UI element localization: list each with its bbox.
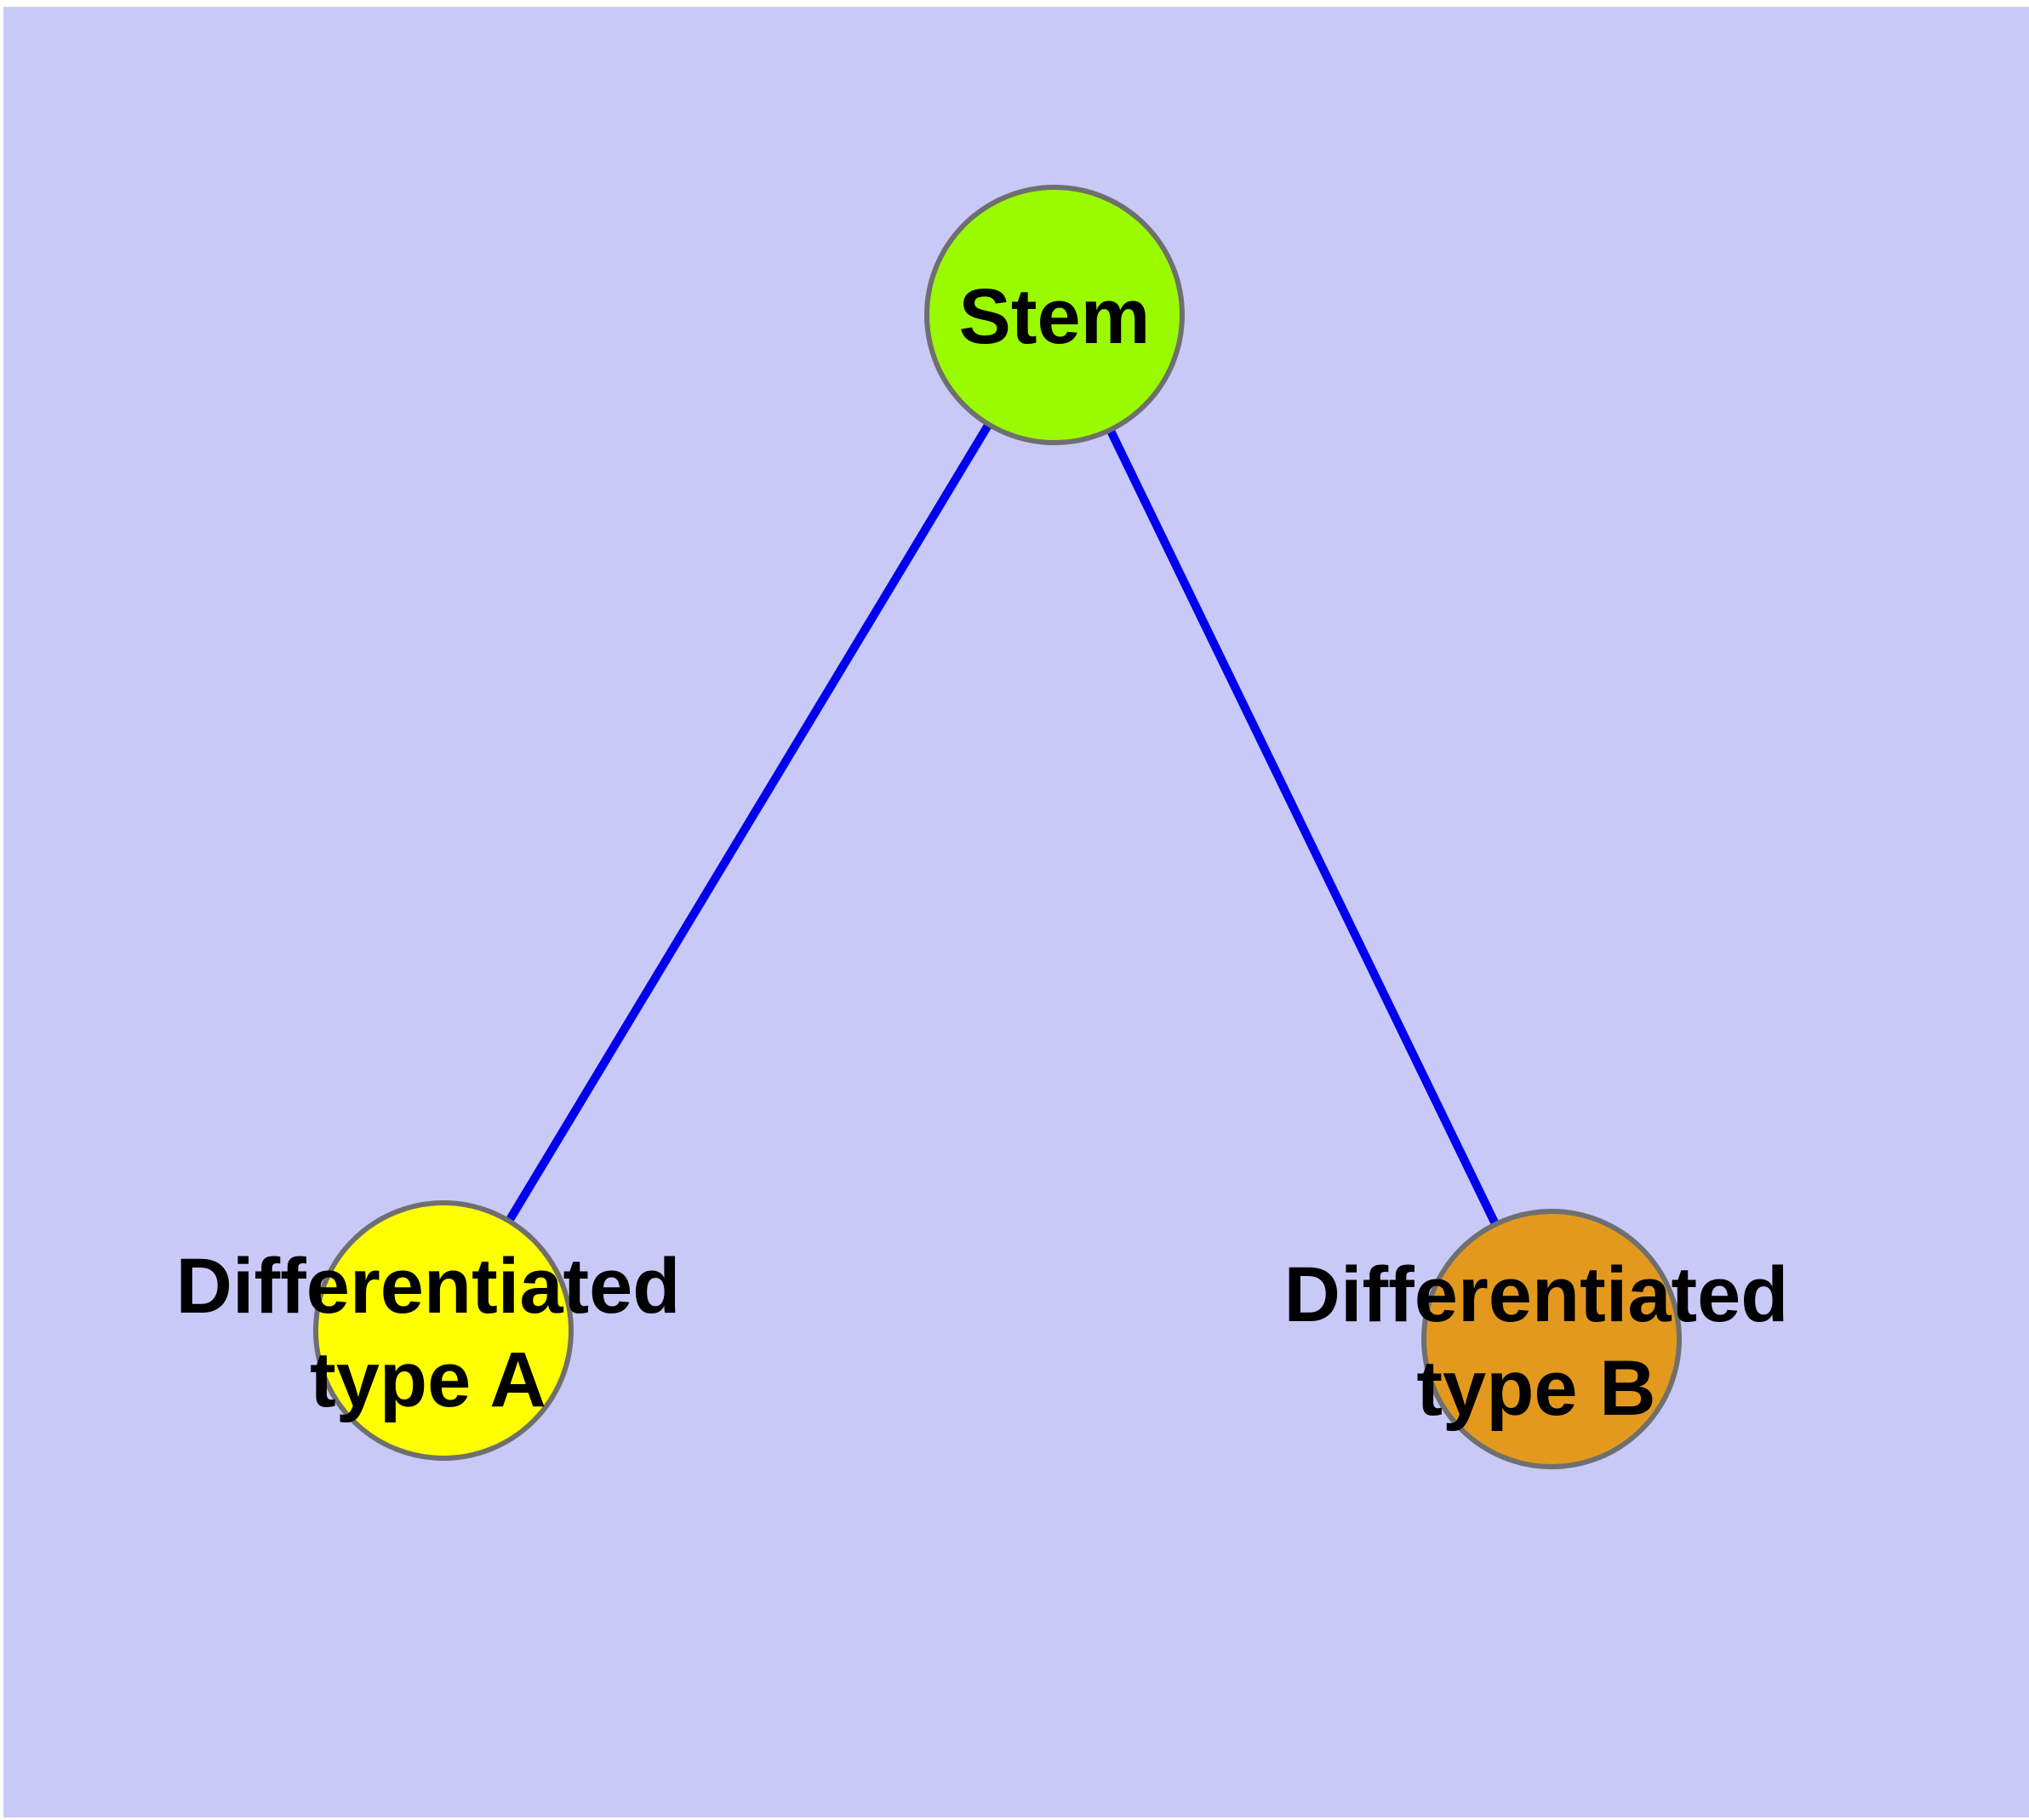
edge-stem-to-type-b: [1050, 312, 1500, 1228]
node-type-a-circle: [313, 1200, 574, 1461]
edge-stem-to-type-a: [504, 312, 1059, 1225]
node-type-b-circle: [1421, 1209, 1682, 1469]
node-stem-circle: [924, 185, 1185, 445]
